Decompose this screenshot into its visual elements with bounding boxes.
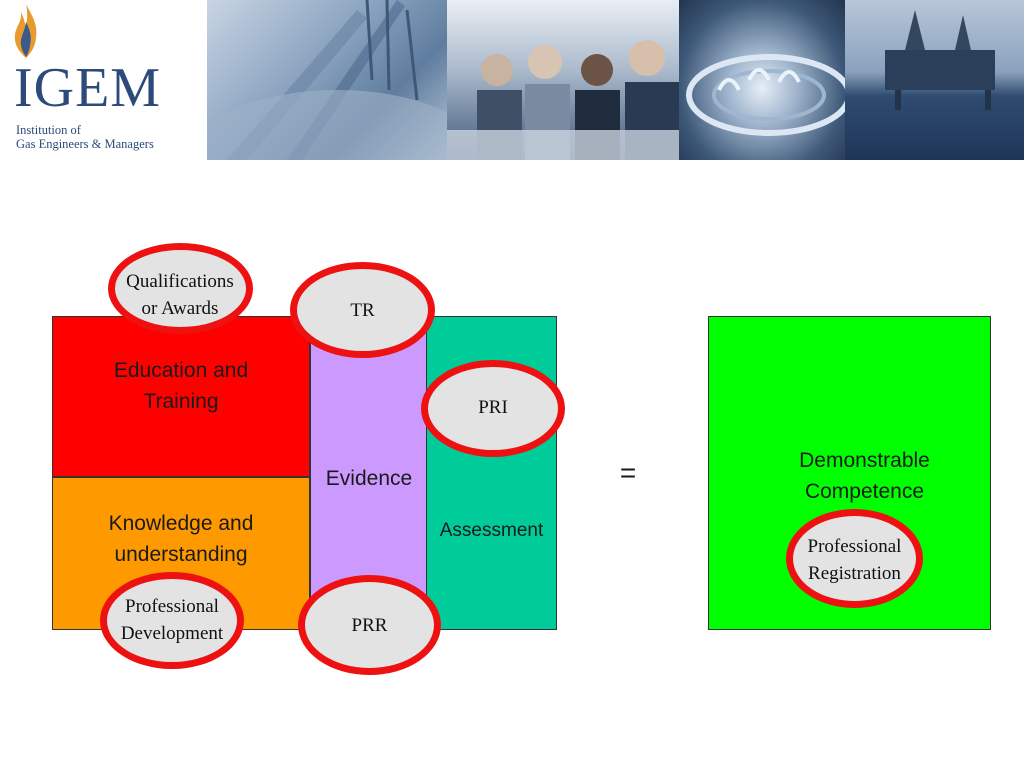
equals-sign: = — [619, 457, 637, 488]
photo-strip — [207, 0, 1024, 160]
evidence-label: Evidence — [325, 467, 413, 490]
qualifications-text-line2: or Awards — [141, 298, 219, 319]
reg-text-line1: Professional — [807, 536, 902, 557]
reg-text-line2: Registration — [808, 563, 901, 584]
professional-registration-text: Professional Registration — [778, 533, 931, 587]
competence-label-line2: Competence — [804, 480, 925, 503]
logo-subtitle: Institution of Gas Engineers & Managers — [16, 123, 154, 151]
tr-oval — [290, 262, 435, 358]
pri-oval — [421, 360, 565, 457]
knowledge-understanding-label: Knowledge and understanding — [52, 508, 310, 570]
prr-text: PRR — [351, 615, 388, 636]
qualifications-text-line1: Qualifications — [126, 271, 234, 292]
professional-development-text: Professional Development — [92, 593, 252, 647]
meeting-photo — [447, 0, 679, 160]
gas-plant-photo — [207, 0, 447, 160]
demonstrable-competence-label: Demonstrable Competence — [708, 445, 1021, 507]
igem-logo: IGEM Institution of Gas Engineers & Mana… — [0, 0, 205, 160]
qualifications-text: Qualifications or Awards — [100, 268, 260, 322]
pd-text-line2: Development — [120, 623, 224, 644]
knowledge-label-line2: understanding — [114, 543, 248, 566]
education-training-label-line2: Training — [143, 390, 219, 413]
oil-rig-photo — [845, 0, 1024, 160]
education-training-label: Education and Training — [52, 355, 310, 417]
competence-label-line1: Demonstrable — [799, 449, 930, 472]
pri-text: PRI — [478, 397, 508, 418]
professional-registration-oval — [786, 509, 923, 608]
knowledge-label-line1: Knowledge and — [108, 512, 254, 535]
assessment-label: Assessment — [439, 520, 544, 541]
logo-wordmark: IGEM — [14, 57, 162, 119]
tr-text: TR — [350, 300, 375, 321]
education-training-label-line1: Education and — [113, 359, 249, 382]
pd-text-line1: Professional — [125, 596, 219, 617]
prr-oval — [298, 575, 441, 675]
logo-subtitle-line2: Gas Engineers & Managers — [16, 137, 154, 151]
logo-subtitle-line1: Institution of — [16, 123, 81, 137]
gas-flame-photo — [679, 0, 845, 160]
qualifications-oval — [108, 243, 253, 334]
flame-icon — [14, 4, 37, 58]
header-banner: IGEM Institution of Gas Engineers & Mana… — [0, 0, 1024, 160]
professional-development-oval — [100, 572, 244, 669]
